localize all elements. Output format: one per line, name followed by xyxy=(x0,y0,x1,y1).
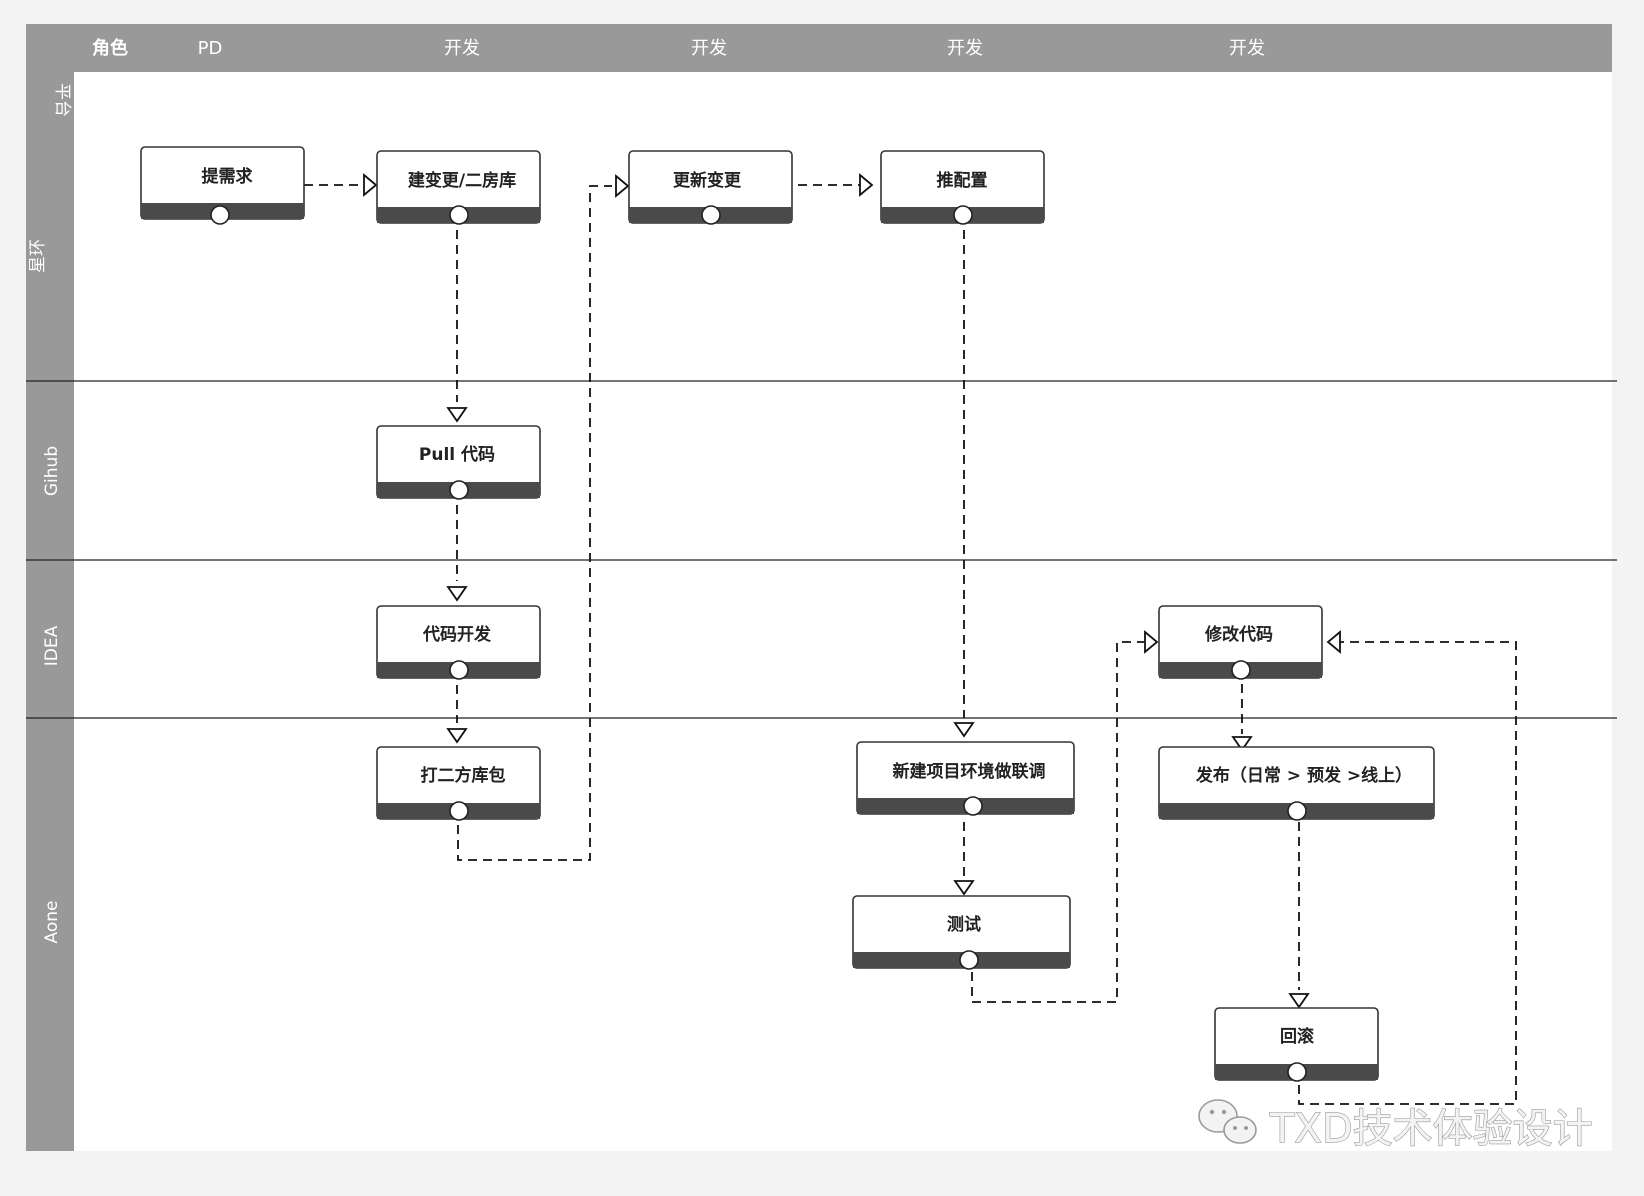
node-port xyxy=(449,801,469,821)
node-label: 更新变更 xyxy=(673,170,742,191)
node-label: 修改代码 xyxy=(1204,624,1273,645)
arrowhead xyxy=(446,586,468,602)
lane-label-aone: Aone xyxy=(42,901,62,944)
node-package-lib[interactable]: 打二方库包 xyxy=(376,746,541,821)
column-header-dev-1: 开发 xyxy=(444,38,480,59)
lane-label-platform: 平台 xyxy=(52,83,72,117)
arrowhead xyxy=(363,173,378,197)
node-rollback[interactable]: 回滚 xyxy=(1214,1007,1379,1082)
node-label: 测试 xyxy=(947,914,981,935)
arrowhead xyxy=(953,722,975,738)
header-bar: 角色 PD 开发 开发 开发 开发 xyxy=(26,24,1612,72)
arrowhead xyxy=(446,728,468,744)
node-port xyxy=(1287,801,1307,821)
arrowhead xyxy=(859,173,874,197)
node-pull-code[interactable]: Pull 代码 xyxy=(376,425,541,500)
wechat-icon xyxy=(1198,1099,1257,1144)
node-code-dev[interactable]: 代码开发 xyxy=(376,605,541,680)
node-update-change[interactable]: 更新变更 xyxy=(628,150,793,225)
node-port xyxy=(953,205,973,225)
arrowhead xyxy=(1144,630,1159,654)
edge-12-10 xyxy=(1298,641,1517,1105)
edge-9-10 xyxy=(971,641,1144,1003)
node-push-config[interactable]: 推配置 xyxy=(880,150,1045,225)
node-label: 提需求 xyxy=(202,166,253,187)
arrowhead xyxy=(953,880,975,896)
watermark: TXD技术体验设计 xyxy=(1198,1099,1593,1153)
column-header-dev-4: 开发 xyxy=(1229,38,1265,59)
edges xyxy=(304,173,1517,1105)
watermark-text: TXD技术体验设计 xyxy=(1269,1106,1593,1152)
column-header-pd: PD xyxy=(198,38,223,59)
node-label: 发布（日常 > 预发 >线上） xyxy=(1195,765,1412,786)
column-header-dev-2: 开发 xyxy=(691,38,727,59)
node-label: 推配置 xyxy=(937,170,988,191)
node-port xyxy=(449,480,469,500)
node-test[interactable]: 测试 xyxy=(852,895,1071,970)
edge-7-3 xyxy=(457,185,612,861)
node-request[interactable]: 提需求 xyxy=(140,146,305,225)
node-label: 打二方库包 xyxy=(421,765,506,786)
lane-label-gihub: Gihub xyxy=(42,446,62,496)
node-label: 回滚 xyxy=(1280,1026,1315,1047)
node-port xyxy=(1287,1062,1307,1082)
node-port xyxy=(210,205,230,225)
node-release[interactable]: 发布（日常 > 预发 >线上） xyxy=(1158,746,1435,821)
arrowhead xyxy=(446,407,468,423)
lane-column: 平台 星环 Gihub IDEA Aone xyxy=(26,72,74,1151)
node-port xyxy=(449,205,469,225)
node-port xyxy=(449,660,469,680)
node-port xyxy=(963,796,983,816)
arrowhead xyxy=(1326,630,1341,654)
node-label: Pull 代码 xyxy=(419,444,495,465)
node-port xyxy=(701,205,721,225)
arrowhead xyxy=(1288,993,1310,1009)
node-port xyxy=(1231,660,1251,680)
node-label: 新建项目环境做联调 xyxy=(893,761,1046,782)
arrowhead xyxy=(615,174,630,198)
arrowhead xyxy=(1231,736,1253,752)
lane-label-idea: IDEA xyxy=(42,625,62,666)
node-port xyxy=(959,950,979,970)
node-create-change[interactable]: 建变更/二房库 xyxy=(376,150,541,225)
node-new-env[interactable]: 新建项目环境做联调 xyxy=(856,741,1075,816)
node-label: 建变更/二房库 xyxy=(408,170,516,191)
node-modify-code[interactable]: 修改代码 xyxy=(1158,605,1323,680)
lane-label-xinghuan: 星环 xyxy=(28,239,48,273)
column-header-dev-3: 开发 xyxy=(947,38,983,59)
node-label: 代码开发 xyxy=(422,624,492,645)
role-header-label: 角色 xyxy=(92,37,128,59)
